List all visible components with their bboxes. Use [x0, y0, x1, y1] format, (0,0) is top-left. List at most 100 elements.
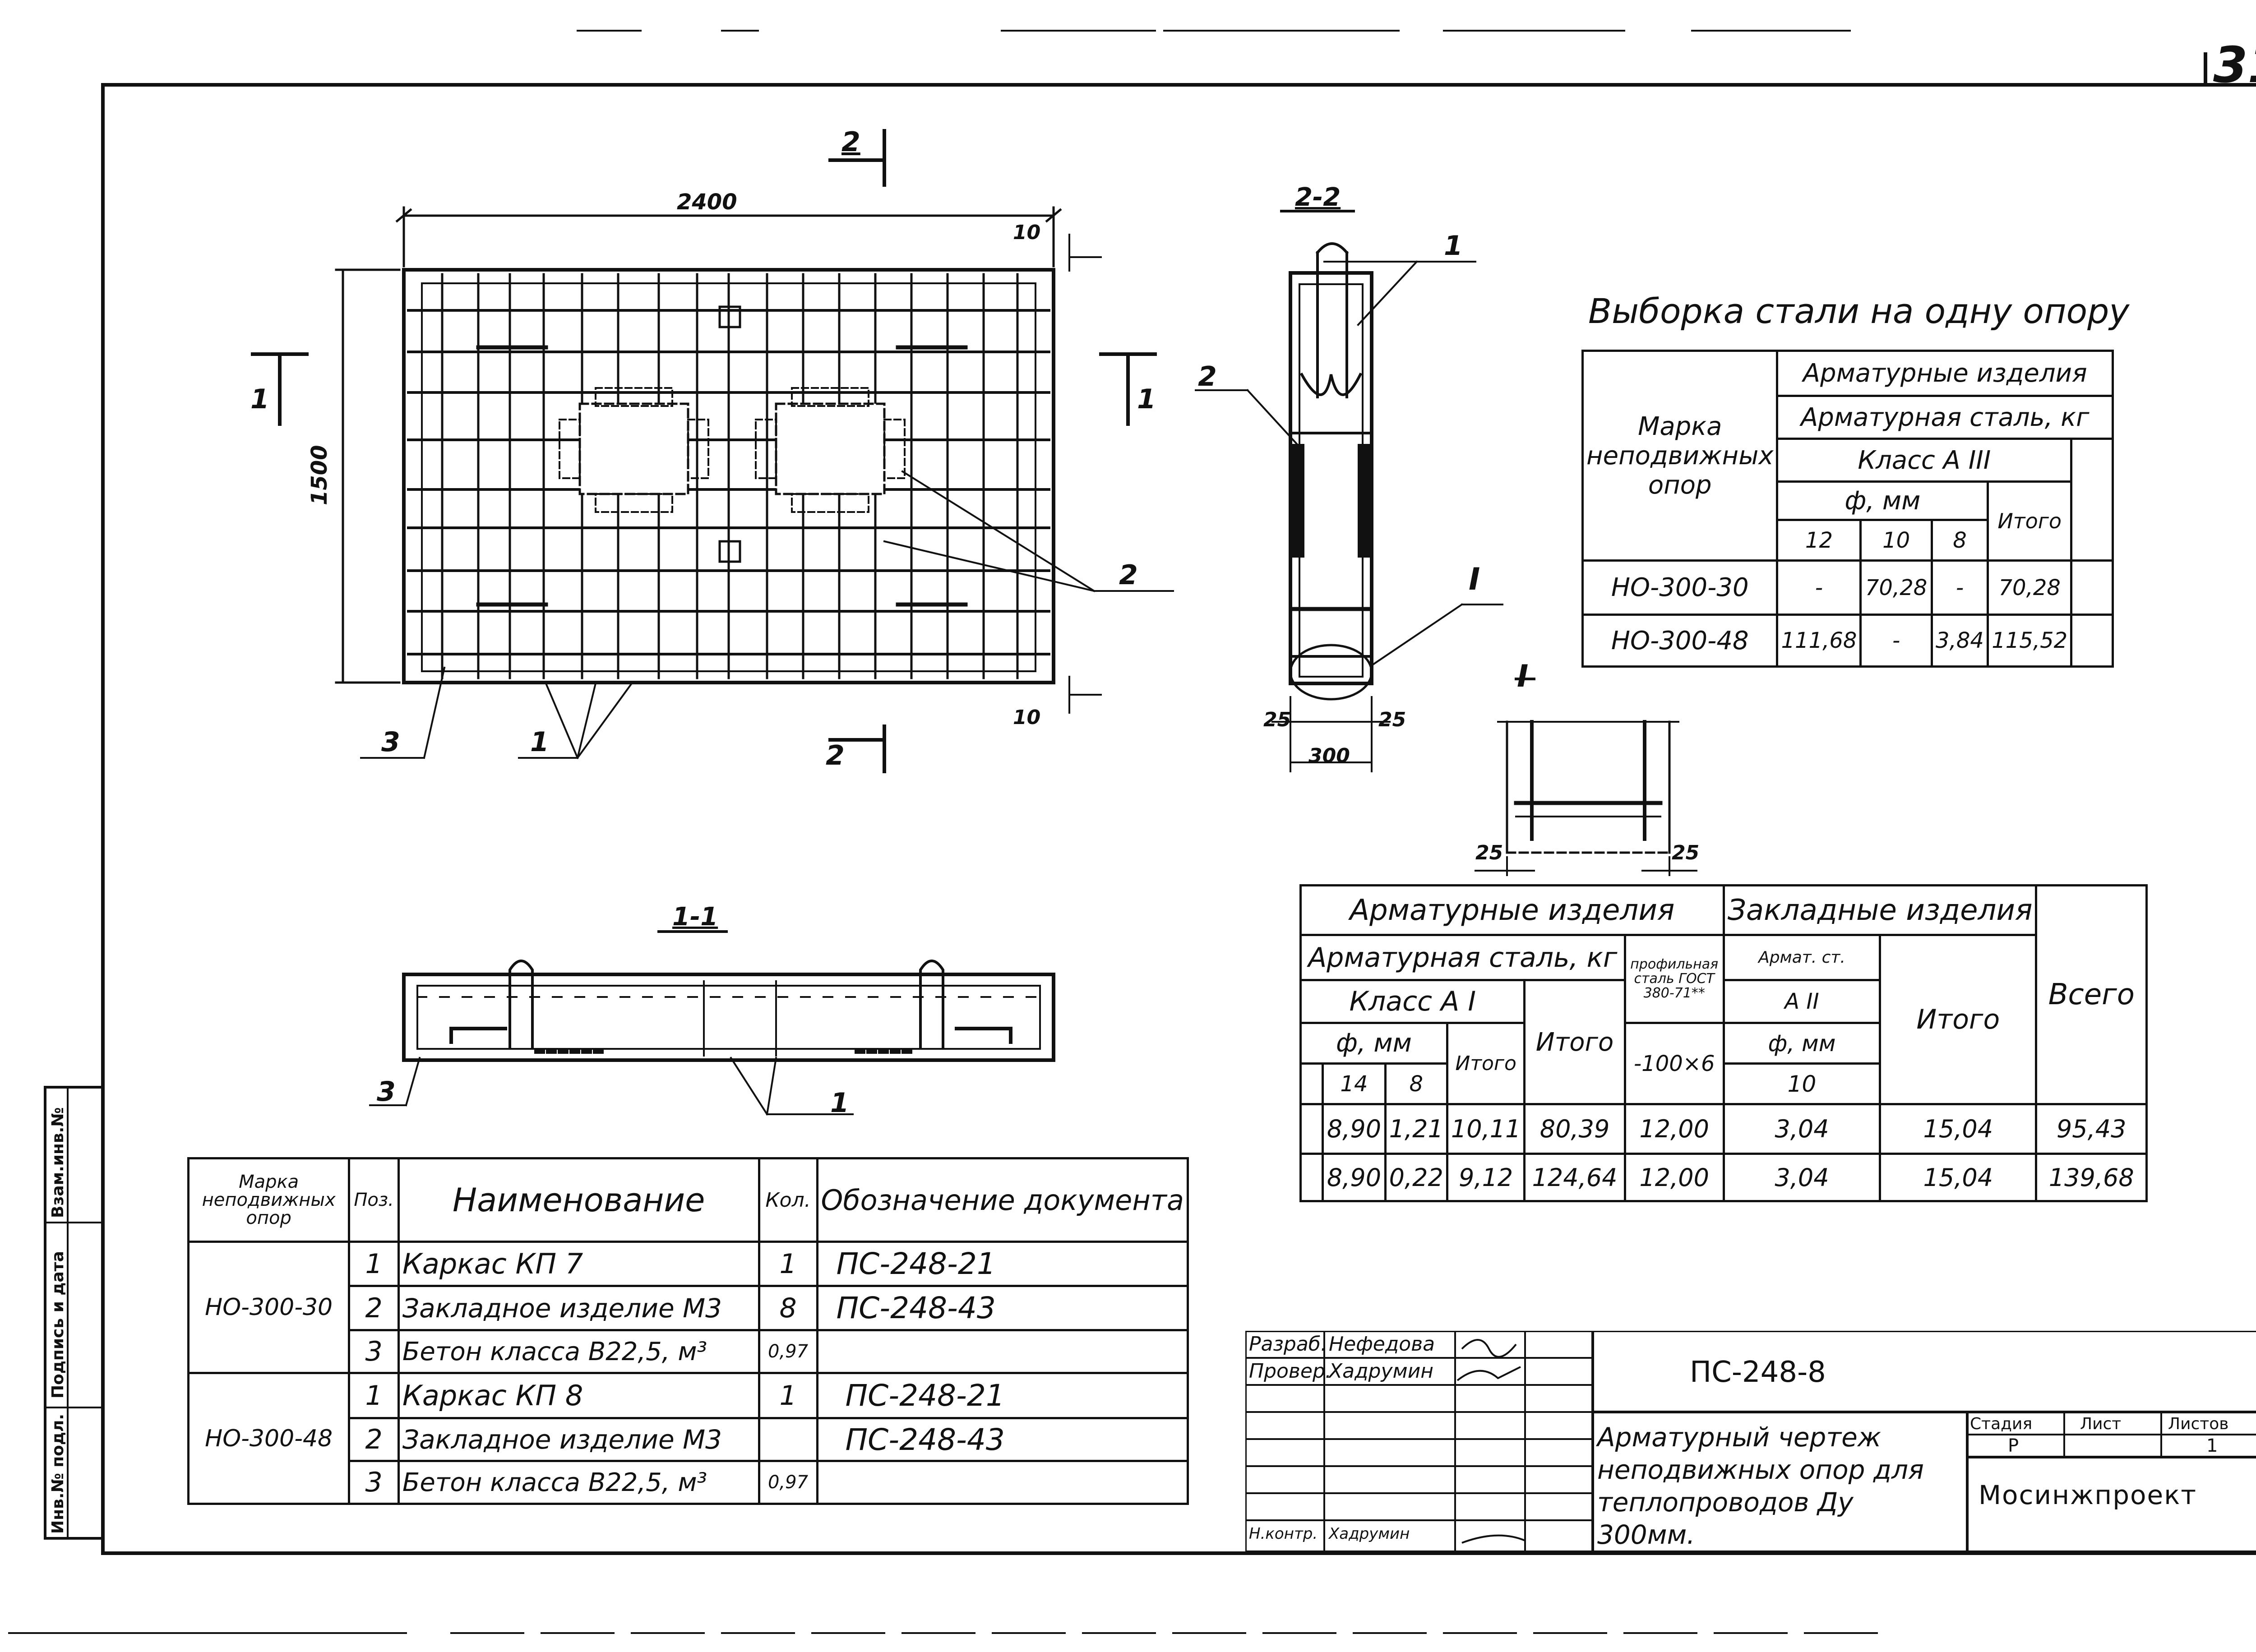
spec-group-1-mark: НО-300-30 — [187, 1241, 351, 1374]
detail-row-1-emb-total: 15,04 — [1879, 1103, 2038, 1155]
tb-stage-value: Р — [2008, 1435, 2019, 1456]
spec-g2-r3-pos: 3 — [348, 1460, 400, 1505]
summary-h-mark: Марка неподвижных опор — [1581, 350, 1779, 562]
spec-g2-r3-name: Бетон класса В22,5, м³ — [397, 1460, 760, 1505]
summary-row-2-mark: НО-300-48 — [1581, 614, 1779, 668]
plan-callout-2: 2 — [1119, 559, 1138, 591]
specification-table: Марка неподвижных опор Поз. Наименование… — [187, 1157, 1189, 1505]
plan-section-mark-left: 1 — [250, 383, 269, 415]
detail-h-profile-size: -100×6 — [1623, 1022, 1725, 1105]
tb-org: Мосинжпроект — [1979, 1480, 2197, 1510]
detail-h-d14: 14 — [1322, 1062, 1387, 1105]
summary-row-2-blank — [2070, 614, 2114, 668]
spec-g1-r3-name: Бетон класса В22,5, м³ — [397, 1329, 760, 1374]
plan-section-mark-top: 2 — [841, 126, 860, 158]
summary-h-armature-steel: Арматурная сталь, кг — [1776, 395, 2114, 440]
summary-h-total: Итого — [1987, 480, 2073, 562]
plan-view — [251, 129, 1174, 773]
detail-h-armat-diam: ф, мм — [1722, 1022, 1882, 1065]
spec-g1-r1-pos: 1 — [348, 1241, 400, 1287]
spec-g2-r1-qty: 1 — [758, 1372, 818, 1419]
plan-callout-3: 3 — [381, 726, 400, 758]
summary-h-d12: 12 — [1776, 519, 1862, 562]
summary-blank-col — [2070, 438, 2114, 562]
section-2-2-dim-25-left: 25 — [1263, 708, 1291, 731]
tb-row1-name: Нефедова — [1329, 1333, 1435, 1356]
section-2-2-callout-detail: I — [1469, 562, 1480, 597]
plan-dim-width: 1500 — [307, 445, 332, 505]
tb-row2-role: Провер. — [1249, 1360, 1331, 1383]
summary-h-class: Класс А III — [1776, 438, 2073, 483]
detail-I-drawing — [1475, 678, 1697, 876]
margin-stamp-sign: Подпись и дата — [49, 1251, 67, 1398]
section-1-1-title: 1-1 — [672, 902, 718, 932]
tb-stage-label: Стадия — [1970, 1415, 2033, 1433]
detail-row-2-armat: 3,04 — [1722, 1153, 1882, 1202]
tb-sheets-value: 1 — [2206, 1435, 2218, 1456]
summary-h-armature-items: Арматурные изделия — [1776, 350, 2114, 397]
section-1-1-callout-1: 1 — [830, 1087, 849, 1119]
spec-g1-r2-doc: ПС-248-43 — [816, 1285, 1189, 1331]
detail-I-dim-25-right: 25 — [1672, 841, 1700, 864]
detail-row-1-profile: 12,00 — [1623, 1103, 1725, 1155]
detail-row-2-subtotal: 9,12 — [1446, 1153, 1526, 1202]
detail-row-2-blank — [1299, 1153, 1324, 1202]
detail-h-d8: 8 — [1384, 1062, 1448, 1105]
spec-h-qty: Кол. — [758, 1157, 818, 1243]
spec-g1-r3-pos: 3 — [348, 1329, 400, 1374]
section-2-2-dim-width: 300 — [1308, 744, 1350, 767]
spec-g1-r1-name: Каркас КП 7 — [397, 1241, 760, 1287]
detail-h-grand-total: Всего — [2035, 884, 2148, 1105]
tb-row3-name: Хадрумин — [1329, 1525, 1410, 1543]
plan-section-mark-bottom: 2 — [826, 740, 845, 771]
detail-h-armat-d10: 10 — [1722, 1062, 1882, 1105]
steel-summary-title: Выборка стали на одну опору — [1588, 291, 2130, 331]
summary-row-1-d10: 70,28 — [1859, 559, 1933, 616]
spec-g2-r2-name: Закладное изделие М3 — [397, 1417, 760, 1462]
detail-row-2-profile: 12,00 — [1623, 1153, 1725, 1202]
sheet-frame — [101, 83, 2256, 1555]
spec-g1-r2-pos: 2 — [348, 1285, 400, 1331]
detail-h-armat-class: А II — [1722, 979, 1882, 1024]
spec-g2-r3-qty: 0,97 — [758, 1460, 818, 1505]
detail-row-1-subtotal: 10,11 — [1446, 1103, 1526, 1155]
detail-I-dim-25-left: 25 — [1475, 841, 1503, 864]
plan-dim-10-bottom: 10 — [1013, 706, 1041, 729]
spec-h-pos: Поз. — [348, 1157, 400, 1243]
summary-row-1-blank — [2070, 559, 2114, 616]
plan-dim-length: 2400 — [677, 189, 737, 215]
detail-row-1-armat: 3,04 — [1722, 1103, 1882, 1155]
tb-doc-code: ПС-248-8 — [1690, 1356, 1826, 1389]
detail-row-2-total: 124,64 — [1523, 1153, 1626, 1202]
section-1-1-drawing — [369, 930, 1055, 1116]
spec-g1-r1-qty: 1 — [758, 1241, 818, 1287]
detail-row-1-total: 80,39 — [1523, 1103, 1626, 1155]
detail-h-diameter: ф, мм — [1299, 1022, 1448, 1065]
margin-stamp-inv: Инв.№ подл. — [49, 1413, 67, 1534]
summary-h-d10: 10 — [1859, 519, 1933, 562]
spec-g2-r2-qty — [758, 1417, 818, 1462]
detail-h-total: Итого — [1523, 979, 1626, 1105]
detail-h-class: Класс А I — [1299, 979, 1526, 1024]
tb-sheet-label: Лист — [2080, 1415, 2122, 1433]
summary-h-d8: 8 — [1930, 519, 1989, 562]
detail-I-title: I — [1517, 659, 1529, 694]
spec-g2-r1-pos: 1 — [348, 1372, 400, 1419]
spec-g2-r3-doc — [816, 1460, 1189, 1505]
detail-h-armature-steel: Арматурная сталь, кг — [1299, 934, 1626, 981]
section-1-1-callout-3: 3 — [377, 1076, 396, 1107]
spec-g1-r3-qty: 0,97 — [758, 1329, 818, 1374]
spec-h-mark: Марка неподвижных опор — [187, 1157, 351, 1243]
steel-detail-table: Арматурные изделия Закладные изделия Все… — [1299, 884, 2148, 1202]
detail-row-2-emb-total: 15,04 — [1879, 1153, 2038, 1202]
section-2-2-callout-1: 1 — [1444, 230, 1463, 262]
summary-row-2-d8: 3,84 — [1930, 614, 1989, 668]
detail-h-armat: Армат. ст. — [1722, 934, 1882, 981]
detail-h-subtotal: Итого — [1446, 1022, 1526, 1105]
section-2-2-callout-2: 2 — [1198, 361, 1217, 392]
spec-g2-r2-doc: ПС-248-43 — [816, 1417, 1189, 1462]
sheet-number: 31 — [2213, 36, 2256, 94]
title-block: Разраб. Нефедова Провер. Хадрумин Н.конт… — [1245, 1331, 2256, 1552]
plan-dim-10-top: 10 — [1013, 221, 1041, 244]
